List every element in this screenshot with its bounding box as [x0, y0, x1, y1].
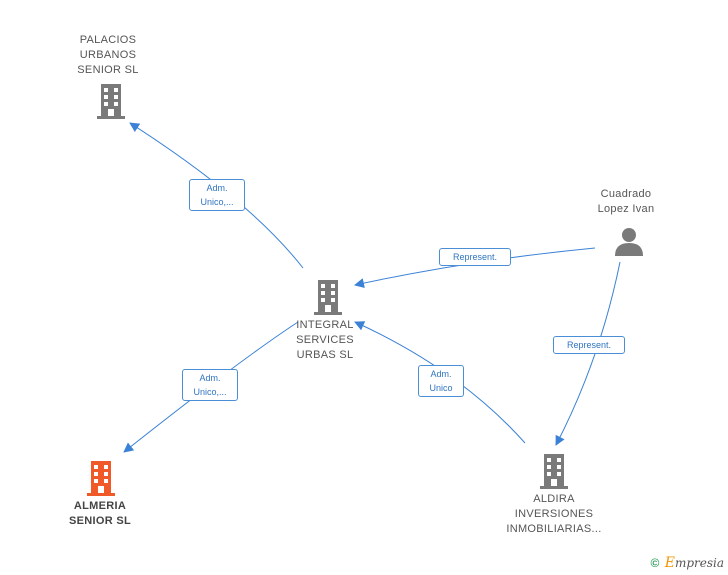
node-label-integral[interactable]: INTEGRAL SERVICES URBAS SL — [275, 318, 375, 363]
edge-label-integral-palacios[interactable]: Adm. Unico,... — [189, 179, 245, 211]
edge-cuadrado-aldira — [555, 261, 621, 446]
node-line: PALACIOS — [79, 34, 137, 46]
brand-initial: E — [664, 555, 675, 571]
brand-name: mpresia — [674, 556, 724, 570]
node-line: SENIOR SL — [77, 64, 139, 76]
edge-label-line: Represent. — [566, 340, 612, 350]
edge-label-line: Unico,... — [193, 387, 227, 397]
node-line: SERVICES — [296, 334, 354, 346]
building-icon[interactable] — [85, 460, 117, 496]
edge-label-line: Adm. — [199, 373, 221, 383]
edge-label-cuadrado-integral[interactable]: Represent. — [439, 248, 511, 266]
edge-label-aldira-integral[interactable]: Adm. Unico — [418, 365, 464, 397]
edge-label-line: Unico,... — [200, 197, 234, 207]
node-line: Cuadrado — [600, 188, 652, 200]
node-label-palacios[interactable]: PALACIOS URBANOS SENIOR SL — [58, 33, 158, 78]
edge-label-cuadrado-aldira[interactable]: Represent. — [553, 336, 625, 354]
node-line: INTEGRAL — [296, 319, 354, 331]
footer-brand[interactable]: © Empresia — [651, 555, 724, 571]
node-line: Lopez Ivan — [597, 203, 655, 215]
copyright-icon: © — [650, 556, 660, 570]
person-icon[interactable] — [614, 226, 644, 256]
node-label-cuadrado[interactable]: Cuadrado Lopez Ivan — [576, 187, 676, 217]
node-label-aldira[interactable]: ALDIRA INVERSIONES INMOBILIARIAS... — [494, 492, 614, 537]
edge-label-line: Adm. — [430, 369, 452, 379]
building-icon[interactable] — [538, 453, 570, 489]
building-icon[interactable] — [95, 83, 127, 119]
node-line: ALDIRA — [533, 493, 575, 505]
node-line: URBAS SL — [296, 349, 354, 361]
node-line: ALMERIA — [73, 500, 127, 512]
node-label-almeria[interactable]: ALMERIA SENIOR SL — [50, 499, 150, 529]
edge-label-integral-almeria[interactable]: Adm. Unico,... — [182, 369, 238, 401]
node-line: URBANOS — [79, 49, 137, 61]
node-line: INMOBILIARIAS... — [506, 523, 602, 535]
edge-label-line: Represent. — [452, 252, 498, 262]
edge-label-line: Unico — [429, 383, 453, 393]
building-icon[interactable] — [312, 279, 344, 315]
edge-label-line: Adm. — [206, 183, 228, 193]
node-line: SENIOR SL — [69, 515, 131, 527]
node-line: INVERSIONES — [514, 508, 594, 520]
